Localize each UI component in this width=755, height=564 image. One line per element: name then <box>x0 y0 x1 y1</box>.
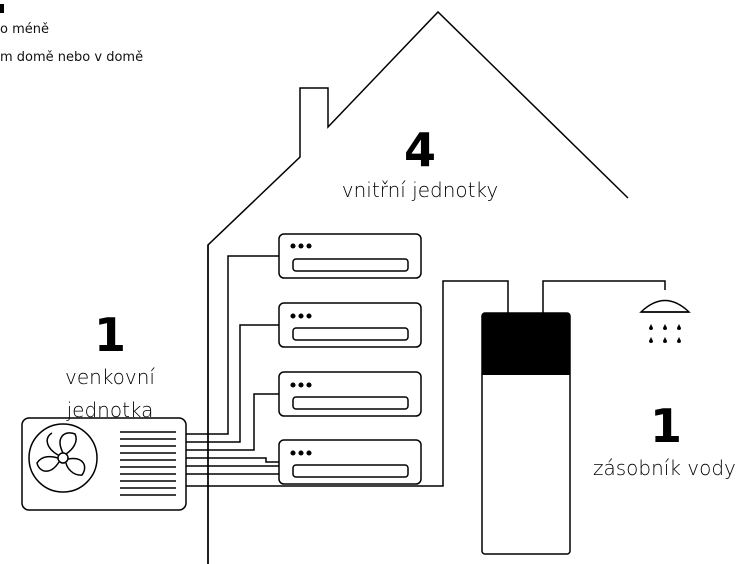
outdoor-count: 1 <box>93 308 126 362</box>
outdoor-unit <box>21 417 187 511</box>
pipes <box>186 255 666 487</box>
indoor-count: 4 <box>403 123 436 177</box>
tank-count: 1 <box>649 399 682 453</box>
indoor-unit-1 <box>278 233 422 279</box>
outdoor-label-line1: venkovní <box>65 365 155 389</box>
intro-line-2: m domě nebo v domě <box>0 50 144 65</box>
intro-line-1: o méně <box>0 22 49 37</box>
indoor-unit-2 <box>278 302 422 348</box>
tank-label: zásobník vody <box>593 456 736 480</box>
outdoor-label-line2: jednotka <box>66 398 154 422</box>
intro-heading-fragment <box>0 4 4 13</box>
indoor-unit-4 <box>278 439 422 485</box>
indoor-label: vnitřní jednotky <box>341 178 499 202</box>
indoor-unit-3 <box>278 371 422 417</box>
shower-icon <box>639 299 691 343</box>
indoor-units <box>278 233 422 485</box>
water-tank <box>481 312 571 555</box>
house-outline <box>207 10 629 564</box>
